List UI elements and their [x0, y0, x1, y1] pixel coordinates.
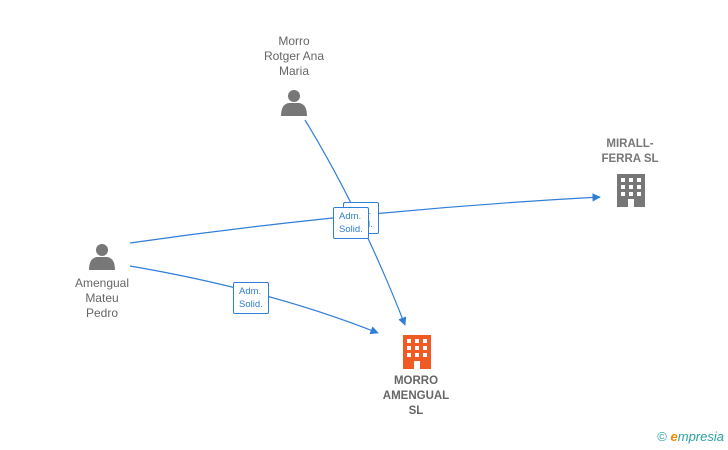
person-icon[interactable]	[281, 90, 307, 116]
node-label-morro-amengual[interactable]: MORRO AMENGUAL SL	[382, 375, 450, 417]
building-icon[interactable]	[403, 335, 431, 369]
relation-badge[interactable]: Adm. Solid.	[333, 207, 369, 239]
node-label-amengual-mateu[interactable]: Amengual Mateu Pedro	[74, 276, 130, 320]
empresia-watermark: © empresia	[657, 429, 724, 444]
relation-badge[interactable]: Adm. Solid.	[233, 282, 269, 314]
node-label-mirall-ferra[interactable]: MIRALL- FERRA SL	[601, 138, 659, 165]
brand-name: mpresia	[677, 429, 724, 444]
person-icon[interactable]	[89, 244, 115, 270]
node-label-morro-rotger[interactable]: Morro Rotger Ana Maria	[263, 34, 325, 78]
brand-initial: e	[670, 429, 678, 444]
copyright-symbol: ©	[657, 429, 667, 444]
building-icon[interactable]	[617, 174, 645, 207]
